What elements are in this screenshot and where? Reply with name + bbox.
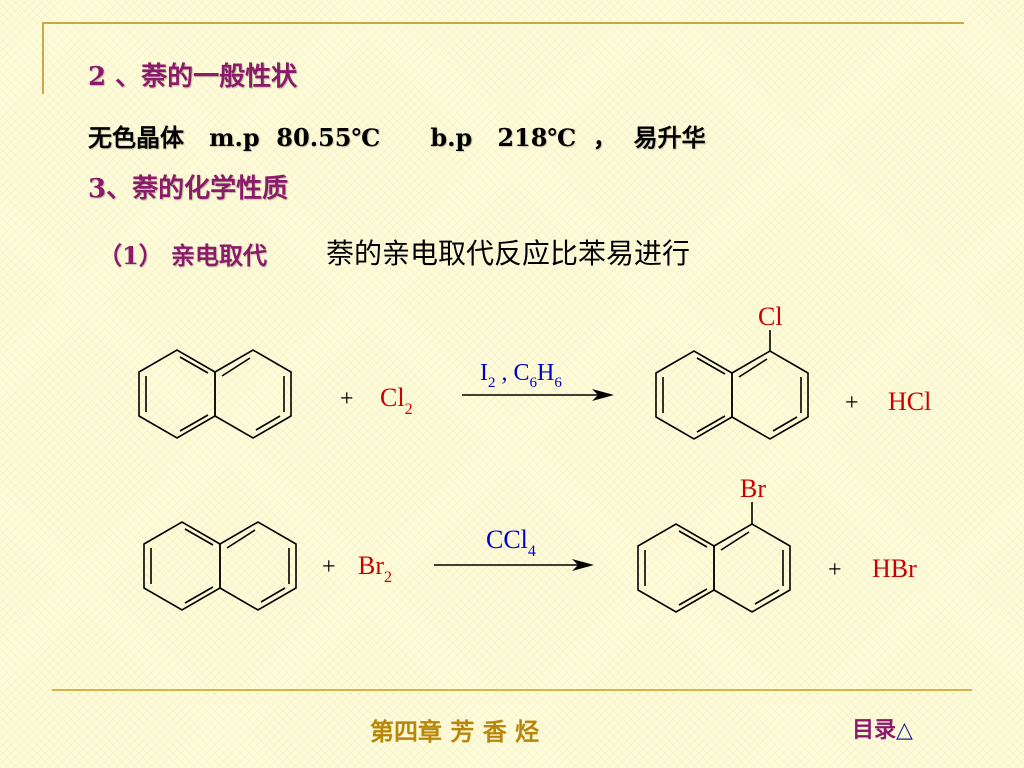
reaction1-substituent: Cl bbox=[758, 302, 783, 331]
reaction1-condition: I2 , C6H6 bbox=[480, 360, 562, 391]
reaction1-plus1: + bbox=[340, 386, 354, 412]
reaction2-condition: CCl4 bbox=[486, 525, 536, 560]
reaction2-substituent: Br bbox=[740, 474, 766, 503]
subsection-text: 萘的亲电取代反应比苯易进行 bbox=[326, 237, 691, 270]
reaction2-byproduct: HBr bbox=[872, 554, 917, 583]
reaction2-plus2: + bbox=[828, 557, 842, 583]
toc-label: 目录 bbox=[852, 717, 897, 743]
naphthalene-properties: 无色晶体 m.p 80.55℃ b.p 218℃ ， 易升华 bbox=[88, 123, 706, 152]
subsection-label: （1） 亲电取代 bbox=[98, 241, 268, 270]
footer-divider bbox=[52, 689, 972, 691]
top-border-line bbox=[42, 22, 964, 24]
bromonaphthalene-product bbox=[637, 502, 791, 613]
reaction2-reagent: Br2 bbox=[358, 551, 392, 586]
section2-heading: 2 、萘的一般性状 bbox=[88, 62, 298, 92]
chloronaphthalene-product bbox=[655, 330, 809, 440]
reaction1-reagent: Cl2 bbox=[380, 383, 413, 418]
reaction1-byproduct: HCl bbox=[888, 387, 931, 416]
naphthalene-reactant-1 bbox=[138, 349, 292, 439]
toc-triangle-icon: △ bbox=[896, 717, 913, 743]
reaction2-plus1: + bbox=[322, 554, 336, 580]
naphthalene-reactant-2 bbox=[143, 521, 297, 611]
toc-link[interactable]: 目录△ bbox=[852, 712, 913, 744]
left-border-line bbox=[42, 22, 44, 94]
footer-chapter-title: 第四章 芳 香 烃 bbox=[370, 717, 540, 746]
reaction1-plus2: + bbox=[845, 390, 859, 416]
section3-heading: 3、萘的化学性质 bbox=[88, 174, 289, 204]
